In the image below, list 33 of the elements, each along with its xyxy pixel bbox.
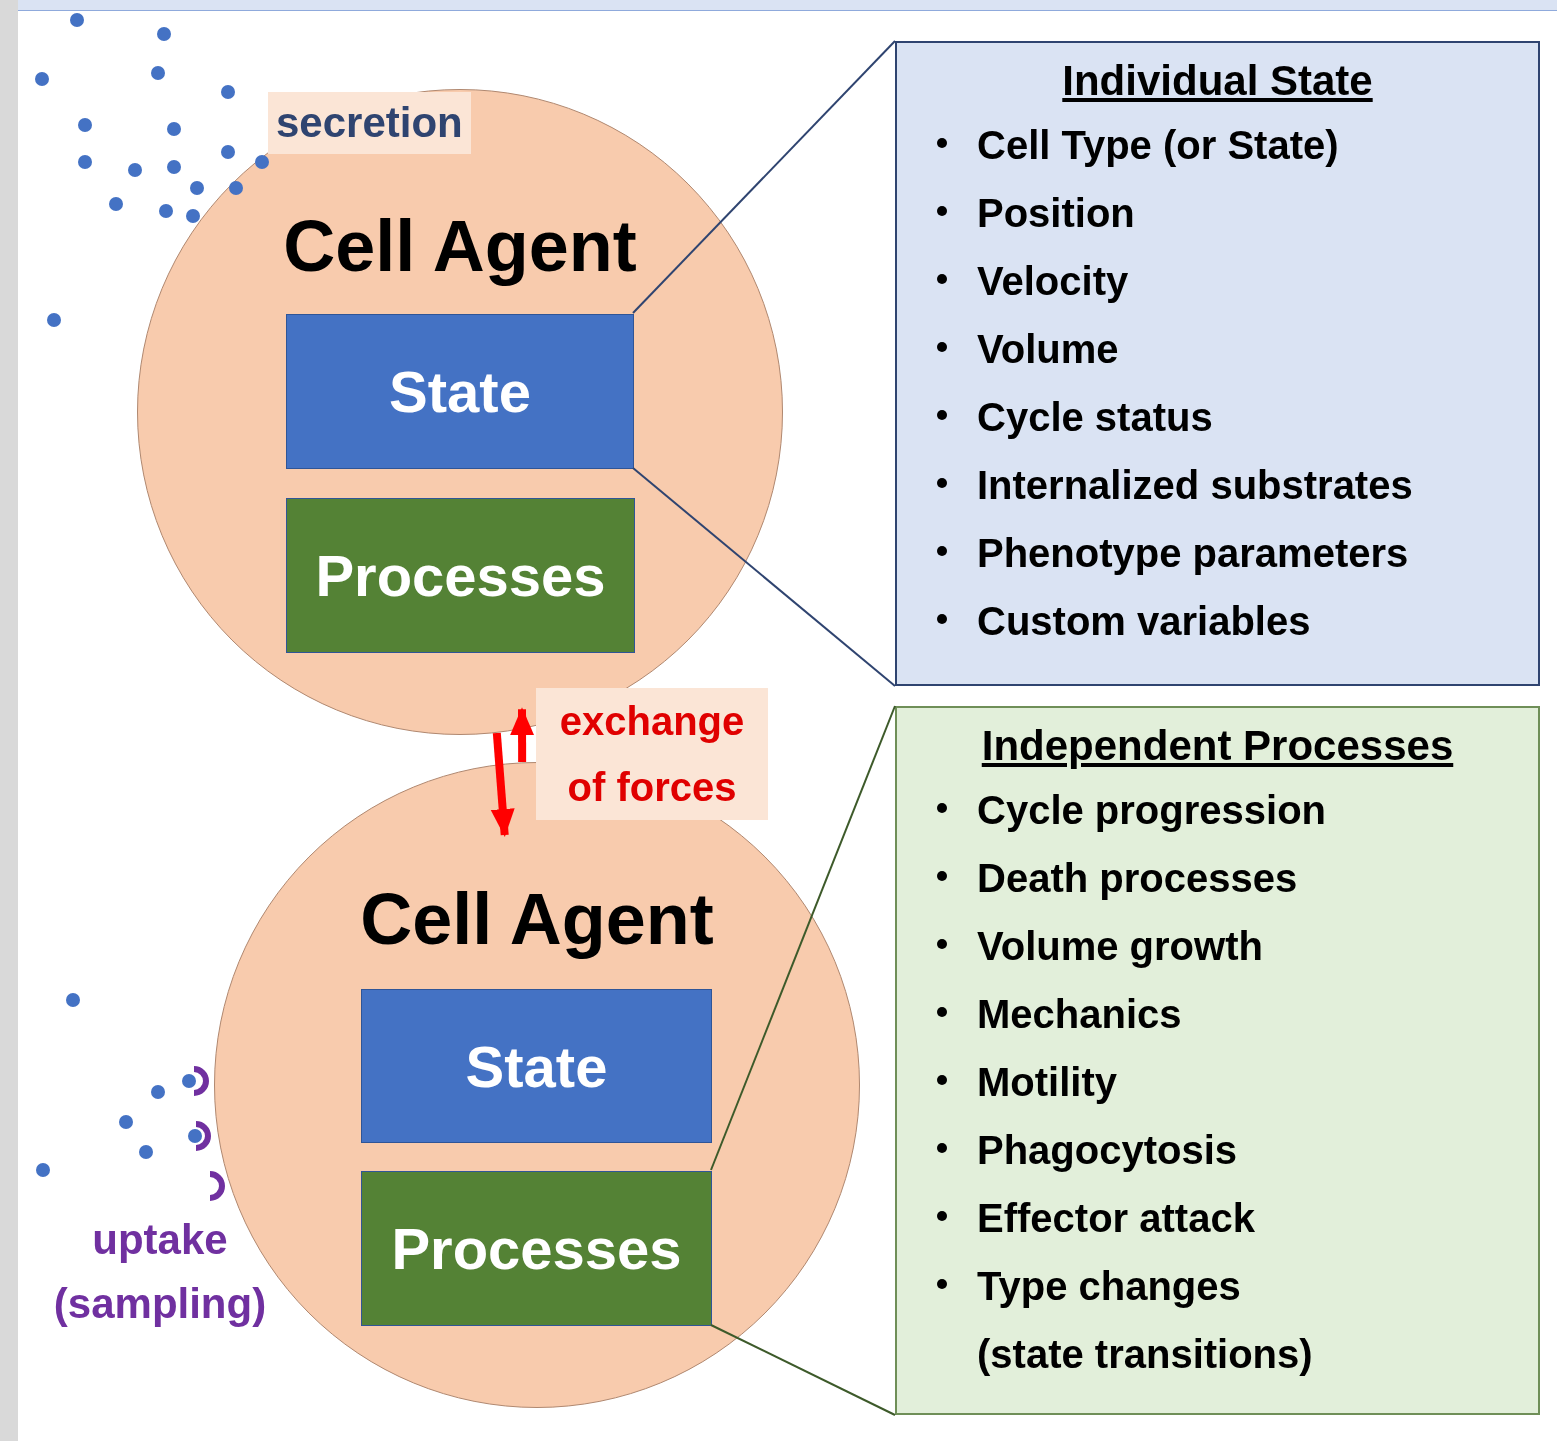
list-item: Effector attack (977, 1195, 1255, 1242)
list-item: Phagocytosis (977, 1127, 1238, 1174)
list-item: Phenotype parameters (977, 530, 1409, 577)
list-item: Position (977, 190, 1135, 237)
zoom-line (710, 705, 896, 1171)
zoom-line (632, 467, 896, 687)
zoom-line (710, 1324, 896, 1416)
state-list-panel (895, 41, 1540, 686)
panel-heading: Independent Processes (981, 721, 1454, 771)
list-item: Cycle progression (977, 787, 1326, 834)
list-item: Internalized substrates (977, 462, 1413, 509)
list-item: Cell Type (or State) (977, 122, 1339, 169)
force-arrow (490, 732, 515, 837)
list-item: Custom variables (977, 598, 1311, 645)
state-box: State (361, 989, 712, 1143)
uptake-label: uptake (sampling) (52, 1215, 268, 1329)
secretion-label: secretion (268, 92, 471, 154)
list-item: Motility (977, 1059, 1117, 1106)
panel-heading: Individual State (1062, 56, 1373, 106)
list-item: Velocity (977, 258, 1129, 305)
processes-box: Processes (286, 498, 635, 653)
processes-list-panel (895, 706, 1540, 1415)
list-item: Mechanics (977, 991, 1182, 1038)
list-item: Death processes (977, 855, 1298, 902)
list-item: Type changes (state transitions) (977, 1263, 1314, 1378)
processes-box: Processes (361, 1171, 712, 1326)
force-arrow (510, 707, 535, 762)
state-box: State (286, 314, 634, 469)
zoom-line (632, 40, 896, 314)
list-item: Volume (977, 326, 1119, 373)
edge-label: exchange of forces (536, 688, 768, 820)
list-item: Cycle status (977, 394, 1213, 441)
list-item: Volume growth (977, 923, 1263, 970)
